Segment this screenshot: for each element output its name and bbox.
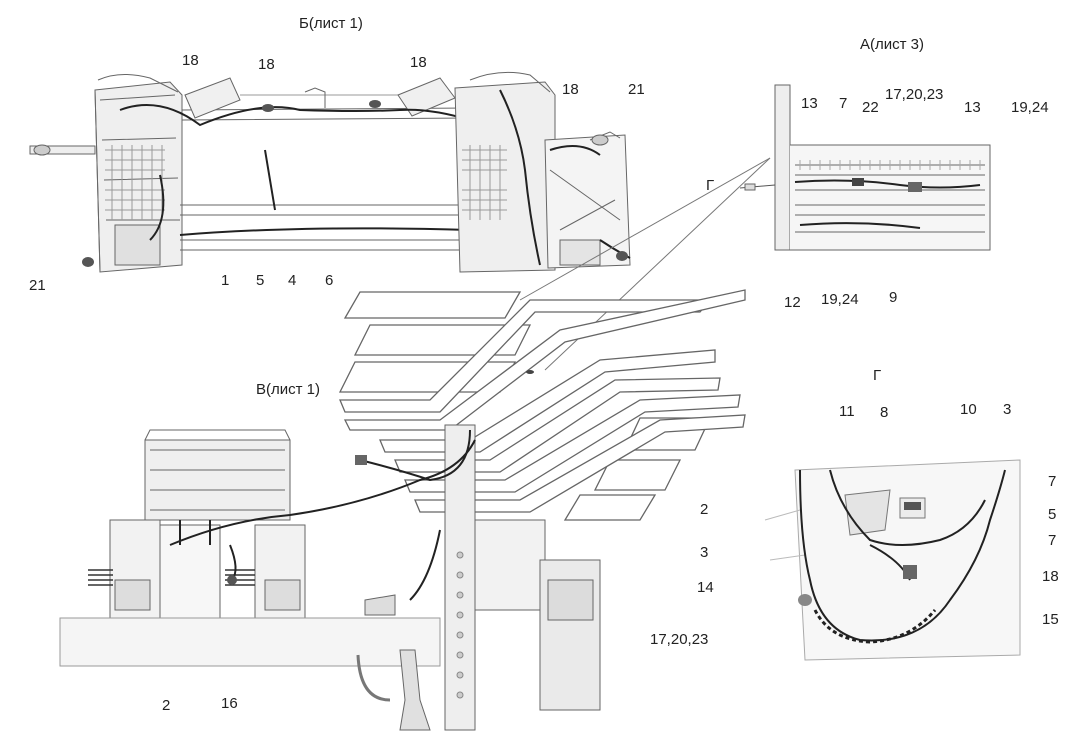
callout-b-4: 4 [288,272,297,289]
callout-v-3: 3 [700,544,709,561]
view-v-assembly [59,424,601,731]
callout-b-1: 1 [221,272,230,289]
callout-v-2b: 2 [162,697,171,714]
callout-b-18a: 18 [182,52,199,69]
callout-g-10: 10 [960,401,977,418]
callout-b-18b: 18 [258,56,275,73]
callout-v-2a: 2 [700,501,709,518]
view-g-title: Г [873,367,882,384]
callout-g-3: 3 [1003,401,1012,418]
callout-a-9: 9 [889,289,898,306]
callout-v-17-20-23: 17,20,23 [650,631,709,648]
view-b-title: Б(лист 1) [299,15,363,32]
callout-g-11: 11 [839,403,855,420]
callout-g-5: 5 [1048,506,1057,523]
section-arrow-label: Г [706,177,715,194]
callout-b-18d: 18 [562,81,579,98]
callout-b-21a: 21 [628,81,645,98]
callout-a-7: 7 [839,95,848,112]
callout-g-7b: 7 [1048,532,1057,549]
callout-a-17-20-23: 17,20,23 [885,86,944,103]
sheet-plates [338,289,746,521]
callout-v-14: 14 [697,579,714,596]
callout-a-22: 22 [862,99,879,116]
callout-a-19-24a: 19,24 [1011,99,1049,116]
callout-a-12: 12 [784,294,801,311]
callout-g-18: 18 [1042,568,1059,585]
callout-b-21b: 21 [29,277,46,294]
callout-g-8: 8 [880,404,889,421]
view-g-assembly [764,459,1021,661]
callout-a-19-24b: 19,24 [821,291,859,308]
view-v-title: В(лист 1) [256,381,321,398]
callout-g-15: 15 [1042,611,1059,628]
callout-a-13a: 13 [801,95,818,112]
view-b-assembly [29,71,631,273]
callout-v-16: 16 [221,695,238,712]
callout-b-18c: 18 [410,54,427,71]
callout-b-6: 6 [325,272,334,289]
callout-a-13b: 13 [964,99,981,116]
view-a-title: А(лист 3) [860,36,925,53]
view-a-assembly [739,84,991,251]
callout-b-5: 5 [256,272,265,289]
callout-g-7a: 7 [1048,473,1057,490]
